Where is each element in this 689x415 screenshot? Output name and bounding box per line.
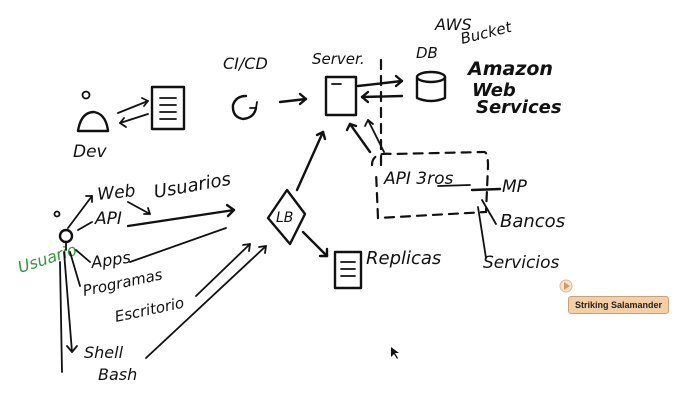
api-3ros-dashed-box bbox=[370, 150, 490, 220]
load-balancer-diamond bbox=[266, 188, 307, 246]
api-3ros-label: API 3ros bbox=[383, 169, 454, 189]
user-connector-lines bbox=[59, 195, 93, 373]
dev-person-icon bbox=[76, 90, 110, 133]
channels-to-lb-arrows bbox=[126, 201, 267, 359]
dev-label: Dev bbox=[73, 142, 108, 162]
usuarios-label: Usuarios bbox=[152, 169, 232, 203]
api-label: API bbox=[94, 209, 122, 229]
web-services-label-1: Web bbox=[472, 80, 516, 101]
web-label: Web bbox=[96, 181, 136, 205]
replicas-document-icon bbox=[333, 250, 363, 290]
lb-to-server-arrow bbox=[295, 130, 327, 192]
dev-doc-arrows bbox=[117, 97, 149, 128]
amazon-label: Amazon bbox=[466, 58, 553, 80]
usuario-green-label: Usuario bbox=[15, 240, 79, 277]
cicd-cycle-icon bbox=[231, 94, 258, 121]
pointer-cursor-icon bbox=[391, 347, 399, 359]
mp-label: MP bbox=[502, 177, 528, 197]
server-label: Server. bbox=[312, 50, 365, 68]
db-cylinder-icon bbox=[415, 70, 447, 103]
participant-name-tag: Striking Salamander bbox=[568, 296, 670, 314]
bash-label: Bash bbox=[98, 365, 137, 384]
apps-label: Apps bbox=[89, 248, 132, 272]
aws-label: AWS bbox=[434, 15, 472, 34]
api-branches bbox=[470, 187, 502, 259]
escritorio-label: Escritorio bbox=[113, 294, 186, 326]
replicas-label: Replicas bbox=[366, 248, 441, 269]
api-to-server-arrows bbox=[345, 119, 385, 154]
server-icon bbox=[324, 75, 358, 117]
cicd-label: CI/CD bbox=[223, 54, 268, 73]
user-person-icon bbox=[53, 210, 74, 251]
servicios-label: Servicios bbox=[483, 253, 559, 273]
lb-to-replicas-arrow bbox=[301, 230, 329, 258]
participant-cursor-icon bbox=[559, 279, 573, 293]
api-3ros-underline bbox=[437, 184, 471, 187]
dev-document-icon bbox=[150, 85, 186, 131]
cicd-to-server-arrow bbox=[278, 92, 308, 106]
lb-label: LB bbox=[276, 210, 293, 226]
bancos-label: Bancos bbox=[500, 211, 565, 232]
db-label: DB bbox=[416, 44, 438, 62]
shell-label: Shell bbox=[84, 343, 124, 362]
web-services-label-2: Services bbox=[476, 97, 562, 118]
